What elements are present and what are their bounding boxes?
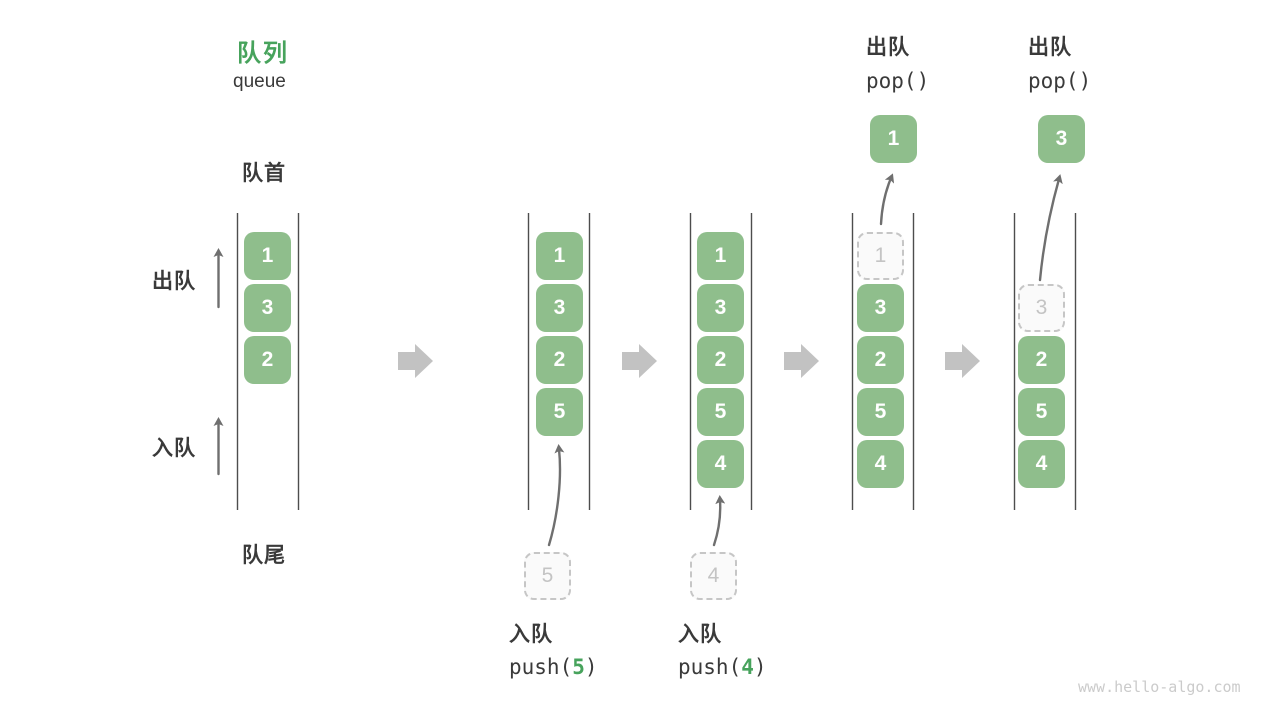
label-queue-rear: 队尾 <box>242 544 286 567</box>
popped-item: 3 <box>1038 115 1085 163</box>
flow-arrow-3-icon <box>784 344 819 378</box>
label-dequeue-side: 出队 <box>152 270 196 293</box>
flow-arrow-4-icon <box>945 344 980 378</box>
queue-item-value: 2 <box>553 348 566 371</box>
label-enqueue-side: 入队 <box>152 437 196 460</box>
code-arg: 4 <box>741 655 754 679</box>
queue-item: 2 <box>536 336 583 384</box>
queue-item-value: 2 <box>874 348 887 371</box>
queue-item-value: 1 <box>553 244 566 267</box>
queue-item: 2 <box>697 336 744 384</box>
queue-item: 5 <box>697 388 744 436</box>
queue-item: 4 <box>697 440 744 488</box>
push5-zh-label: 入队 <box>509 623 553 646</box>
queue-item: 3 <box>857 284 904 332</box>
flow-arrow-1-icon <box>398 344 433 378</box>
queue-item-value: 4 <box>714 452 727 475</box>
code-arg: 5 <box>572 655 585 679</box>
ghost-item: 1 <box>857 232 904 280</box>
queue-container-lines <box>236 213 1077 510</box>
queue-item-value: 4 <box>874 452 887 475</box>
queue-item-value: 4 <box>1035 452 1048 475</box>
pop1-zh-label: 出队 <box>866 36 910 59</box>
code-suffix: ) <box>753 655 767 679</box>
queue-item: 1 <box>697 232 744 280</box>
queue-item: 4 <box>1018 440 1065 488</box>
pending-item: 5 <box>524 552 571 600</box>
queue-item: 4 <box>857 440 904 488</box>
push4-arrow-icon <box>712 495 726 547</box>
pending-item: 4 <box>690 552 737 600</box>
label-queue-front: 队首 <box>242 162 286 185</box>
ghost-item-value: 3 <box>1035 296 1048 319</box>
queue-item-value: 3 <box>874 296 887 319</box>
pop2-code-label: pop() <box>1028 69 1092 93</box>
code-prefix: push( <box>678 655 742 679</box>
code-prefix: push( <box>509 655 573 679</box>
push4-operation-label: 入队 push(4) <box>678 618 767 679</box>
queue-item-value: 5 <box>1035 400 1048 423</box>
pending-item-value: 4 <box>707 564 720 587</box>
diagram-title-zh: 队列 <box>237 40 289 67</box>
queue-item: 5 <box>536 388 583 436</box>
queue-item-value: 3 <box>714 296 727 319</box>
queue-item-value: 5 <box>553 400 566 423</box>
pop2-operation-label: 出队 pop() <box>1028 31 1091 93</box>
pop2-zh-label: 出队 <box>1028 36 1072 59</box>
watermark: www.hello-algo.com <box>1078 678 1241 696</box>
queue-item-value: 5 <box>714 400 727 423</box>
popped-item-value: 3 <box>1055 127 1068 150</box>
queue-item-value: 2 <box>261 348 274 371</box>
queue-item: 5 <box>857 388 904 436</box>
push5-arrow-icon <box>547 444 565 547</box>
pop1-code-label: pop() <box>866 69 930 93</box>
popped-item: 1 <box>870 115 917 163</box>
queue-item: 2 <box>857 336 904 384</box>
queue-item-value: 2 <box>1035 348 1048 371</box>
queue-item-value: 2 <box>714 348 727 371</box>
code-suffix: ) <box>584 655 598 679</box>
pop1-operation-label: 出队 pop() <box>866 31 929 93</box>
queue-item: 3 <box>697 284 744 332</box>
diagram-title-en: queue <box>233 71 286 92</box>
queue-item-value: 3 <box>261 296 274 319</box>
push4-code-label: push(4) <box>678 655 767 679</box>
ghost-item-value: 1 <box>874 244 887 267</box>
queue-item-value: 5 <box>874 400 887 423</box>
push5-operation-label: 入队 push(5) <box>509 618 598 679</box>
push4-zh-label: 入队 <box>678 623 722 646</box>
pending-item-value: 5 <box>541 564 554 587</box>
queue-item: 1 <box>536 232 583 280</box>
queue-item-value: 1 <box>714 244 727 267</box>
queue-item: 3 <box>536 284 583 332</box>
push5-code-label: push(5) <box>509 655 598 679</box>
popped-item-value: 1 <box>887 127 900 150</box>
queue-item: 1 <box>244 232 291 280</box>
ghost-item: 3 <box>1018 284 1065 332</box>
pop1-arrow-icon <box>879 173 895 226</box>
queue-item-value: 1 <box>261 244 274 267</box>
pop2-arrow-icon <box>1038 174 1063 282</box>
queue-item: 3 <box>244 284 291 332</box>
queue-item: 2 <box>1018 336 1065 384</box>
queue-item: 5 <box>1018 388 1065 436</box>
queue-item-value: 3 <box>553 296 566 319</box>
queue-item: 2 <box>244 336 291 384</box>
flow-arrow-2-icon <box>622 344 657 378</box>
